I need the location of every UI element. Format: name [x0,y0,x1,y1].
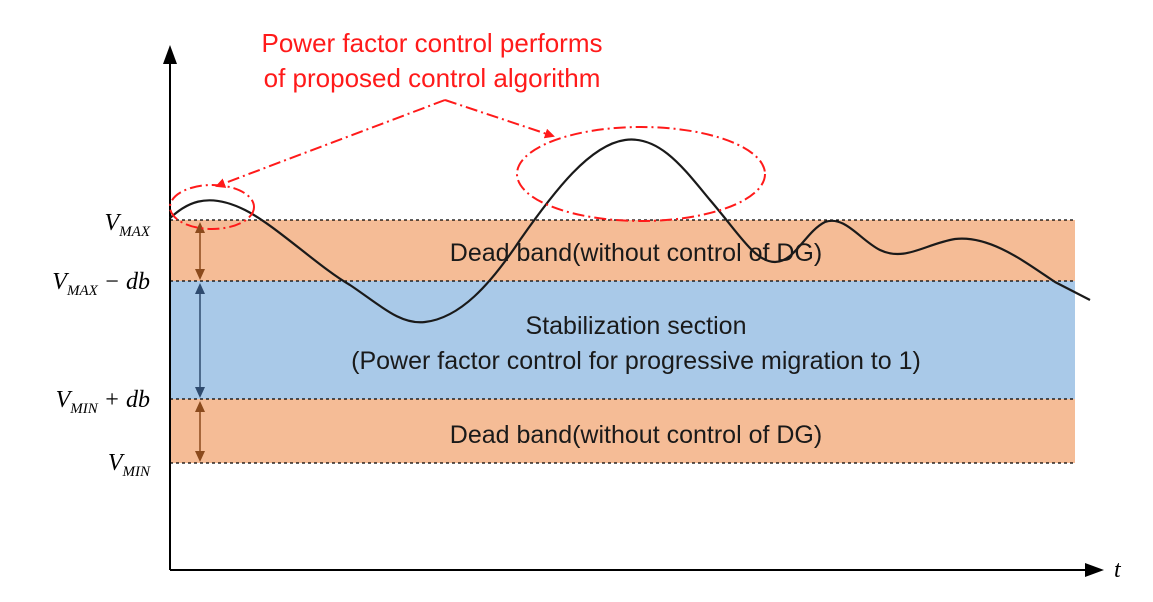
stabilization-arrow-top-head [195,283,205,294]
lower-dead-band-label: Dead band(without control of DG) [450,421,822,449]
label-vmin-sub: MIN [122,464,151,480]
lower-dead-band [170,399,1075,463]
x-axis-arrowhead [1085,563,1104,577]
band-arrows [195,222,205,462]
label-vmax: VMAX [105,210,151,240]
label-vmax-minus-db-sub: MAX [66,283,99,299]
annotation-arrow-left [215,99,446,188]
stabilization-label-line-2: (Power factor control for progressive mi… [351,347,921,375]
annotation-arrow-right [444,99,555,139]
label-vmax-base: V [105,210,122,236]
lower-dead-band-arrow-bottom-head [195,451,205,462]
label-vmax-minus-db: VMAX − db [52,269,150,299]
y-axis-arrowhead [163,45,177,64]
label-vmin-plus-db: VMIN + db [56,387,150,417]
label-vmin-plus-db-base: V [56,387,73,413]
label-vmin-base: V [108,450,125,476]
upper-dead-band [170,220,1075,281]
label-vmin: VMIN [108,450,151,480]
upper-dead-band-arrow-top-head [195,222,205,233]
label-vmax-minus-db-base: V [52,269,69,295]
annotation-line-2: of proposed control algorithm [264,63,601,93]
stabilization-arrow-bottom-head [195,387,205,398]
annotation-ellipse-left [169,184,255,230]
lower-dead-band-arrow-top-head [195,401,205,412]
annotation-line-1: Power factor control performs [261,28,602,58]
label-vmin-plus-db-sub: MIN [69,401,98,417]
x-axis-label: t [1114,557,1122,583]
stabilization-label-line-1: Stabilization section [526,312,747,340]
annotation-marks [169,99,766,230]
upper-dead-band-label: Dead band(without control of DG) [450,239,822,267]
axes [163,45,1104,577]
annotation-ellipse-right [516,126,766,222]
upper-dead-band-arrow-bottom-head [195,269,205,280]
label-vmax-minus-db-suffix: − db [98,269,150,295]
label-vmin-plus-db-suffix: + db [98,387,150,413]
stabilization-section [170,281,1075,399]
voltage-curve [169,138,1091,324]
label-vmax-sub: MAX [118,224,151,240]
